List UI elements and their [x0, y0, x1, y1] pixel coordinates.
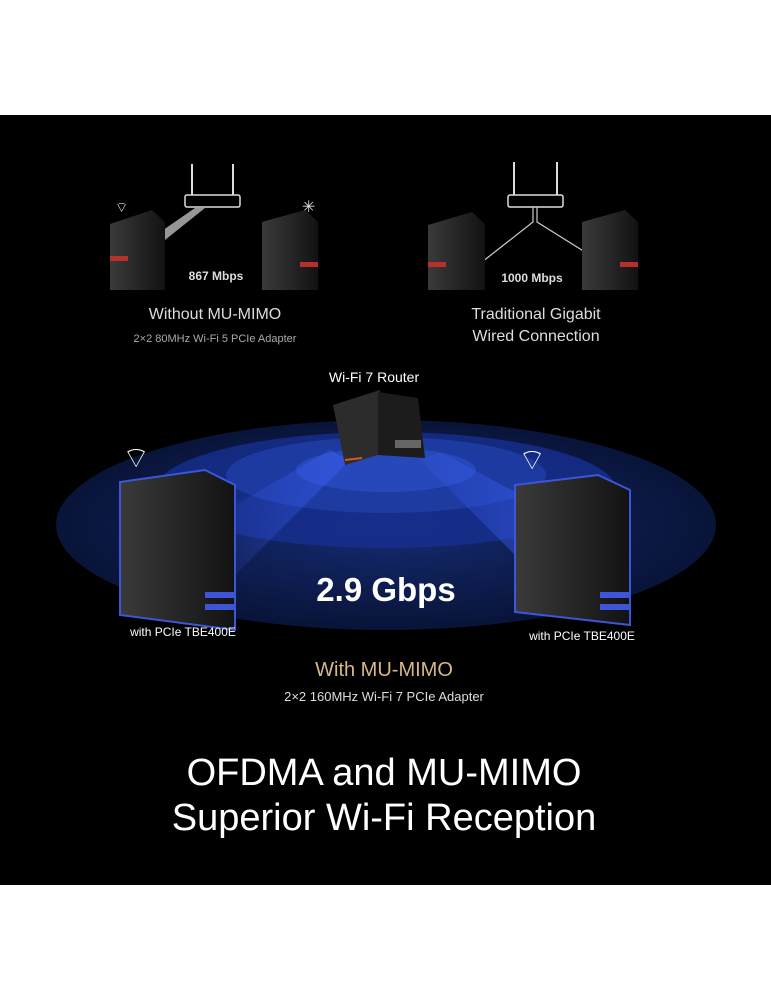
wifi-icon: ⌔: [122, 442, 150, 475]
mu-mimo-graphic: ⌔ ⌔: [56, 390, 716, 632]
top-right-title-line2: Wired Connection: [472, 328, 600, 345]
right-pc-label: with PCIe TBE400E: [529, 629, 635, 643]
pc-icon: [262, 210, 318, 290]
wifi-icon: ⌔: [115, 199, 128, 215]
pc-icon: [110, 210, 165, 290]
wifi-icon: ⌔: [518, 444, 546, 477]
router-icon: [507, 194, 564, 208]
mu-mimo-subtitle: 2×2 160MHz Wi-Fi 7 PCIe Adapter: [284, 689, 484, 704]
top-left-title: Without MU-MIMO: [148, 306, 282, 323]
headline-line2: Superior Wi-Fi Reception: [171, 797, 597, 839]
left-pc-label: with PCIe TBE400E: [130, 625, 236, 639]
top-left-subtitle: 2×2 80MHz Wi-Fi 5 PCIe Adapter: [133, 333, 297, 345]
headline-line1: OFDMA and MU-MIMO: [186, 752, 582, 794]
throughput-value: 2.9 Gbps: [316, 571, 456, 608]
no-signal-icon: ✳: [302, 199, 315, 216]
wifi7-router-icon: [333, 390, 425, 465]
top-right-title-line1: Traditional Gigabit: [471, 306, 601, 323]
router-label: Wi-Fi 7 Router: [328, 369, 420, 385]
top-left-scenario-graphic: ⌔ ✳: [110, 164, 318, 290]
mu-mimo-title: With MU-MIMO: [315, 659, 453, 681]
top-left-speed: 867 Mbps: [188, 269, 244, 283]
left-pc-icon: [119, 468, 236, 632]
top-right-scenario-graphic: [428, 162, 638, 290]
top-right-speed: 1000 Mbps: [501, 271, 563, 285]
router-icon: [184, 194, 241, 208]
pc-icon: [428, 212, 485, 290]
right-pc-icon: [514, 473, 631, 627]
pc-icon: [582, 210, 638, 290]
